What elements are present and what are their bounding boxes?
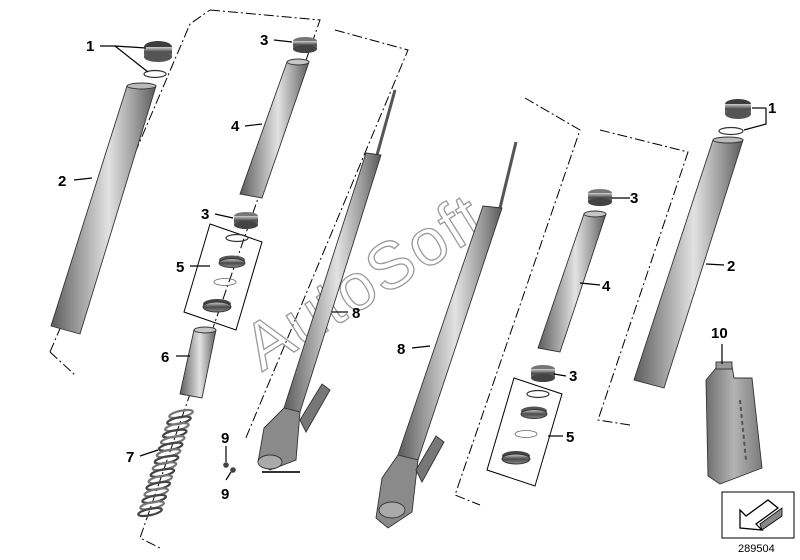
- outer-tube-left: [50, 82, 157, 335]
- spring-coil: [137, 506, 163, 518]
- label-part-5: 5: [566, 429, 574, 446]
- label-part-4: 4: [231, 118, 240, 135]
- label-part-3: 3: [569, 368, 577, 385]
- label-part-5: 5: [176, 259, 184, 276]
- label-part-9: 9: [221, 486, 229, 503]
- cap-top-left: [143, 41, 172, 79]
- fork-spring: [137, 408, 194, 518]
- group-frame-left-bottom: [49, 351, 76, 376]
- screw-small: [223, 462, 236, 473]
- cap-top-right: [718, 99, 751, 136]
- oil-bottle: [705, 361, 763, 485]
- label-part-6: 6: [161, 349, 169, 366]
- group-frame-center: [244, 29, 409, 441]
- group-frame-right-outer: [597, 129, 689, 426]
- fork-slider-right: [375, 141, 518, 529]
- outer-tube-right: [633, 136, 744, 389]
- label-part-8: 8: [352, 305, 360, 322]
- label-part-1: 1: [86, 38, 94, 55]
- label-part-10: 10: [711, 325, 728, 342]
- label-part-4: 4: [602, 278, 611, 295]
- arrow-down-left-icon: [739, 499, 783, 531]
- label-part-3: 3: [630, 190, 638, 207]
- inner-tube-b: [537, 210, 607, 353]
- reference-number: 289504: [738, 543, 775, 555]
- label-part-8: 8: [397, 341, 405, 358]
- group-frame-left: [49, 9, 211, 353]
- label-part-7: 7: [126, 449, 134, 466]
- seal-kit-a: [183, 223, 263, 331]
- bushing-top-b: [588, 189, 612, 206]
- leader-lines: [73, 39, 767, 481]
- spacer-tube: [179, 326, 217, 399]
- reference-box: 289504: [721, 491, 795, 555]
- label-part-3: 3: [201, 206, 209, 223]
- label-part-2: 2: [727, 258, 735, 275]
- label-part-2: 2: [58, 173, 66, 190]
- group-frame-right-inner: [454, 97, 581, 506]
- inner-tube-a: [239, 58, 310, 199]
- label-part-1: 1: [768, 100, 776, 117]
- fork-slider-left: [257, 89, 397, 473]
- bushing-top-a: [293, 37, 317, 53]
- seal-kit-b: [486, 377, 563, 487]
- bushing-mid-a: [234, 212, 258, 229]
- bushing-mid-b: [531, 365, 555, 382]
- label-part-3: 3: [260, 32, 268, 49]
- label-part-9: 9: [221, 430, 229, 447]
